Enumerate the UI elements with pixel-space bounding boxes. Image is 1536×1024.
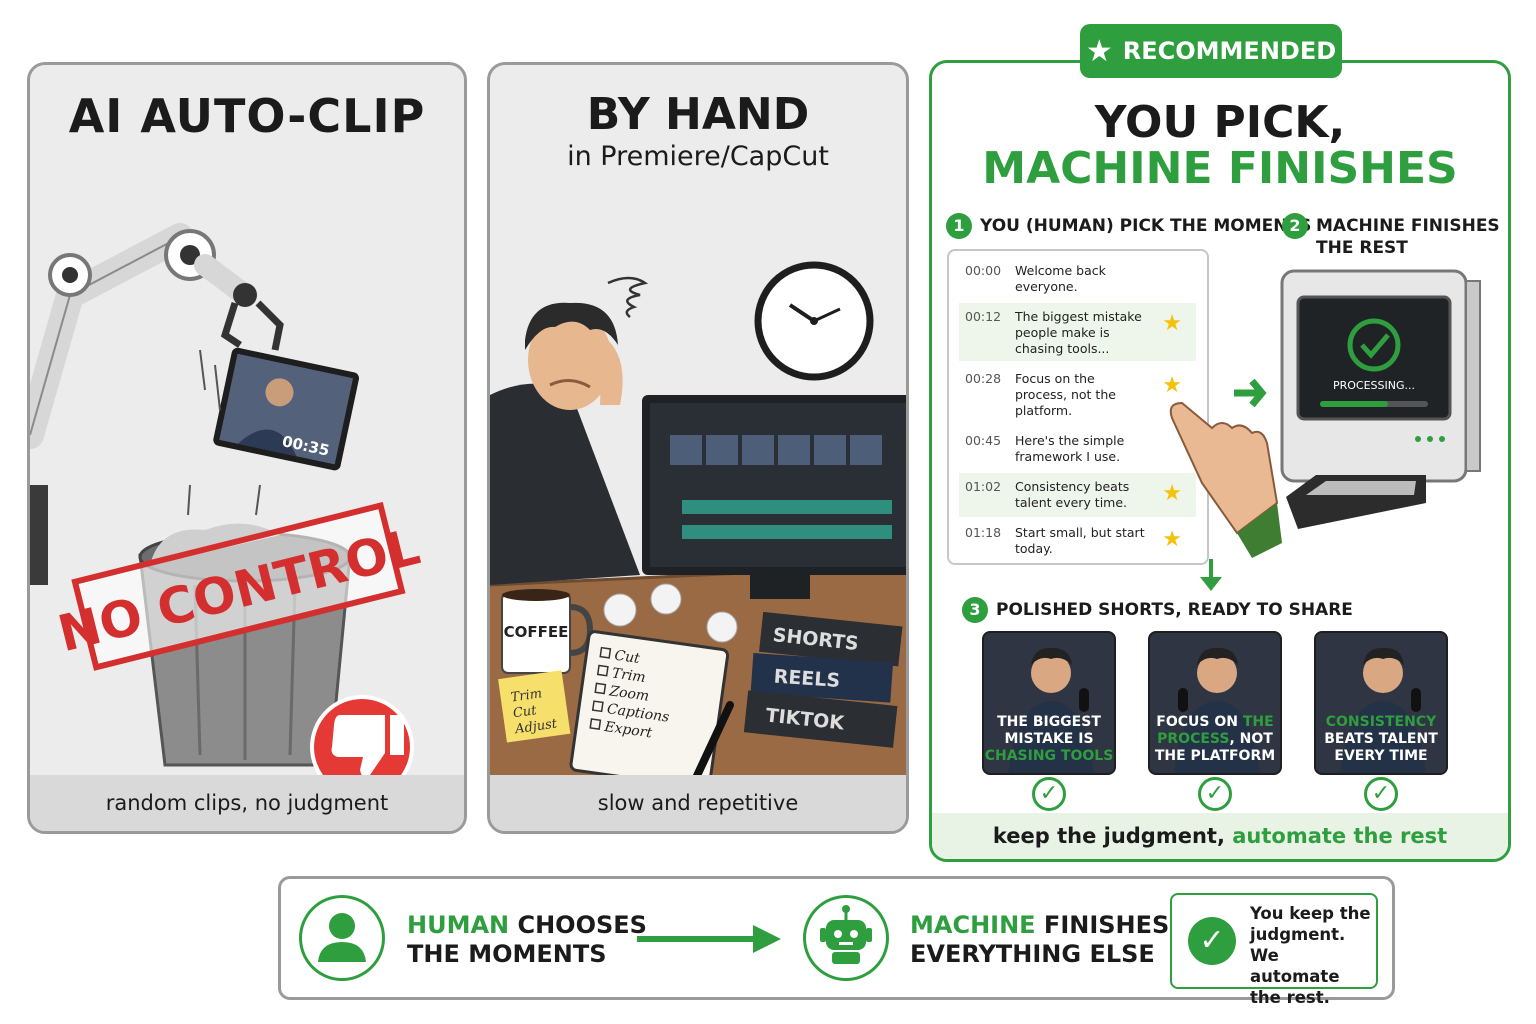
svg-text:Adjust: Adjust [513, 716, 558, 737]
arrow-down-icon [1200, 559, 1222, 591]
panel-ai-auto-clip: AI AUTO-CLIP 00: [27, 62, 467, 834]
short-caption: FOCUS ON THE PROCESS, NOT THE PLATFORM [1154, 714, 1276, 764]
panel-footer: keep the judgment, automate the rest [932, 813, 1508, 859]
recommended-badge: ★ RECOMMENDED [1080, 24, 1342, 78]
processing-machine: PROCESSING... [1280, 269, 1481, 529]
check-icon: ✓ [1364, 777, 1398, 811]
panel-title: BY HAND [586, 89, 810, 140]
panel-title-line1: YOU PICK, [1094, 97, 1346, 148]
svg-text:Export: Export [602, 719, 653, 742]
panel-subtitle: in Premiere/CapCut [567, 141, 829, 172]
check-icon: ✓ [1188, 917, 1236, 965]
transcript-row[interactable]: 00:28 Focus on the process, not the plat… [965, 371, 1182, 418]
check-icon: ✓ [1032, 777, 1066, 811]
short-thumbnail-2[interactable]: FOCUS ON THE PROCESS, NOT THE PLATFORM [1148, 631, 1282, 775]
monitor-timeline [642, 395, 906, 599]
pen-icon [692, 701, 734, 775]
transcript-row[interactable]: 00:00 Welcome back everyone. [965, 263, 1106, 294]
panel-footer: random clips, no judgment [30, 775, 464, 831]
pointing-hand-icon [1169, 378, 1282, 558]
svg-text:Cut: Cut [512, 703, 538, 721]
step-label: POLISHED SHORTS, READY TO SHARE [996, 600, 1353, 620]
machine-finishes-text: MACHINE FINISHES EVERYTHING ELSE [910, 911, 1170, 968]
step-number: 3 [962, 597, 988, 623]
short-caption: CONSISTENCY BEATS TALENT EVERY TIME [1324, 714, 1438, 764]
machine-status: PROCESSING... [1333, 379, 1415, 392]
panel-footer: slow and repetitive [490, 775, 906, 831]
panel-by-hand: BY HAND in Premiere/CapCut [487, 62, 909, 834]
robot-arm-icon [30, 223, 284, 585]
badge-label: RECOMMENDED [1122, 37, 1337, 65]
star-icon: ★ [1162, 527, 1182, 552]
keep-judgment-text: You keep the judgment. We automate the r… [1250, 904, 1371, 1007]
transcript-row[interactable]: 01:18 Start small, but start today. ★ [965, 525, 1182, 556]
processing-progress [1320, 401, 1388, 407]
book-stack: SHORTS REELS TIKTOK [743, 611, 903, 748]
speaker-portrait [1008, 647, 1094, 773]
svg-text:Trim: Trim [611, 665, 647, 686]
panel-recommended: YOU PICK, MACHINE FINISHES 1 YOU (HUMAN)… [929, 60, 1511, 862]
svg-text:COFFEE: COFFEE [504, 623, 569, 641]
transcript-row[interactable]: 00:45 Here's the simple framework I use. [965, 433, 1125, 464]
checklist-notebook: Cut Trim Zoom Captions Export [569, 630, 730, 775]
thumbs-down-icon [310, 695, 414, 775]
step-number: 1 [946, 213, 972, 239]
check-icon: ✓ [1198, 777, 1232, 811]
falling-video-clip: 00:35 [213, 347, 360, 471]
sticky-note: Trim Cut Adjust [498, 670, 571, 743]
svg-text:REELS: REELS [773, 666, 841, 693]
tired-person [490, 302, 640, 585]
step-label: MACHINE FINISHES THE REST [1316, 216, 1500, 258]
short-thumbnail-1[interactable]: THE BIGGEST MISTAKE IS CHASING TOOLS [982, 631, 1116, 775]
step-2: 2 MACHINE FINISHES THE REST [1282, 213, 1500, 259]
step-1: 1 YOU (HUMAN) PICK THE MOMENTS [946, 213, 1311, 239]
step-label: YOU (HUMAN) PICK THE MOMENTS [980, 216, 1312, 236]
star-icon: ★ [1085, 33, 1113, 69]
robot-arm-trash-illustration: 00:35 NO CONTROL [30, 223, 425, 775]
speaker-portrait [1174, 647, 1260, 773]
star-icon: ★ [1162, 373, 1182, 398]
speaker-portrait [1340, 647, 1426, 773]
panel-title: AI AUTO-CLIP [68, 89, 426, 143]
star-icon: ★ [1162, 311, 1182, 336]
step-number: 2 [1282, 213, 1308, 239]
check-icon [1347, 318, 1401, 372]
svg-text:Zoom: Zoom [607, 683, 650, 705]
arrow-right-icon [637, 925, 781, 953]
clock-icon [754, 261, 874, 381]
summary-bar: HUMAN CHOOSES THE MOMENTS MACHINE FINISH… [278, 876, 1395, 1007]
star-icon: ★ [1162, 481, 1182, 506]
tired-editor-illustration: COFFEE Trim Cut Adjust Cut Trim Zoom Ca [490, 261, 906, 775]
transcript-row[interactable]: 00:12 The biggest mistake people make is… [959, 303, 1196, 361]
transcript-row[interactable]: 01:02 Consistency beats talent every tim… [959, 473, 1196, 517]
short-caption: THE BIGGEST MISTAKE IS CHASING TOOLS [984, 714, 1114, 764]
coffee-mug-icon: COFFEE [501, 589, 594, 674]
person-icon [299, 895, 385, 981]
transcript-list: 00:00 Welcome back everyone. 00:12 The b… [947, 249, 1209, 565]
short-thumbnail-3[interactable]: CONSISTENCY BEATS TALENT EVERY TIME [1314, 631, 1448, 775]
svg-text:Cut: Cut [613, 648, 641, 667]
svg-text:Trim: Trim [510, 686, 543, 705]
keep-judgment-callout: ✓ You keep the judgment. We automate the… [1170, 893, 1378, 1007]
robot-icon [803, 895, 889, 981]
human-chooses-text: HUMAN CHOOSES THE MOMENTS [407, 911, 647, 968]
stress-scribble-icon [607, 276, 649, 318]
panel-title-line2: MACHINE FINISHES [982, 143, 1458, 194]
step-3: 3 POLISHED SHORTS, READY TO SHARE [962, 597, 1353, 623]
